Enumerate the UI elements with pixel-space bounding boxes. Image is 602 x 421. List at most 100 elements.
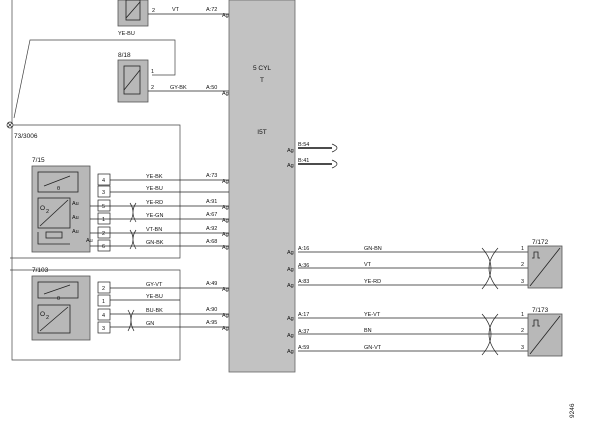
sensor-715-pinbox-3	[97, 199, 111, 212]
relay-818-wire-color: GY-BK	[170, 85, 187, 91]
s7173-pin-3: 3	[521, 345, 524, 351]
sensor-7103-id: 7/103	[32, 267, 49, 274]
ground-point-id: 73/3006	[14, 133, 38, 140]
sensor-7103-ag-1: Ag	[222, 287, 229, 293]
figure-number: 9246	[569, 403, 576, 418]
s7172-pin-3: 3	[521, 279, 524, 285]
b41-label: B:41	[298, 158, 309, 164]
sensor-715-ag-3: Ag	[222, 205, 229, 211]
sensor-715-temp-box	[37, 171, 79, 193]
ecm-title: 5 CYL	[253, 65, 271, 72]
s7173-ecm-3: A:59	[298, 345, 309, 351]
sensor-7103-o2-sub: 2	[46, 315, 49, 321]
sensor-7103-wire-4-ecm: A:95	[206, 320, 217, 326]
s7173-ag-3: Ag	[287, 349, 294, 355]
sensor-715-wire-1-ecm: A:73	[206, 173, 217, 179]
sensor-715-pin-6: 6	[102, 244, 105, 250]
ecm-block	[228, 0, 296, 373]
sensor-715-pinbox-5	[97, 226, 111, 239]
sensor-715-pinbox-1	[97, 173, 111, 186]
s7172-twist	[481, 247, 499, 290]
sensor-715-pinbox-4	[97, 212, 111, 225]
sensor-7103-wire-3-color: BU-BK	[146, 308, 163, 314]
sensor-715-au-3: Au	[72, 229, 79, 235]
sensor-715-pinboxes	[97, 173, 111, 252]
top-relay-ecm-pin: A:72	[206, 7, 217, 13]
sensor-7103-pin-1: 2	[102, 286, 105, 292]
sensor-715-o2-sub: 2	[46, 209, 49, 215]
sensor-7103-pinbox-1	[97, 281, 111, 294]
sensor-7103-twist	[127, 309, 135, 332]
relay-818-pin-1: 1	[151, 69, 154, 75]
sensor-715-wire-1-color: YE-BK	[146, 174, 163, 180]
sensor-715-wire-3-color: YE-RD	[146, 200, 163, 206]
ecm-subtitle: T	[260, 77, 264, 84]
s7172-ecm-1: A:16	[298, 246, 309, 252]
sensor-715-theta: θ	[57, 186, 60, 192]
sensor-7103-ag-3: Ag	[222, 313, 229, 319]
sensor-715-o2-box	[37, 197, 71, 229]
sensor-715-temp-curve	[43, 175, 71, 187]
s7172-ag-1: Ag	[287, 250, 294, 256]
s7172-pin-2: 2	[521, 262, 524, 268]
s7173-ecm-2: A:37	[298, 329, 309, 335]
s7173-pin-2: 2	[521, 328, 524, 334]
sensor-715-wire-4-color: YE-GN	[146, 213, 163, 219]
sensor-715-au-1: Au	[72, 201, 79, 207]
sensor-715-heater-lead	[37, 232, 70, 245]
sensor-715-wire-2-color: YE-BU	[146, 186, 163, 192]
s7173-ag-1: Ag	[287, 316, 294, 322]
sensor-7103-theta: θ	[57, 296, 60, 302]
relay-818-ecm-pin: A:50	[206, 85, 217, 91]
s7173-id: 7/173	[532, 307, 549, 314]
sensor-7103-wire-1-ecm: A:49	[206, 281, 217, 287]
sensor-715-ag-5: Ag	[222, 232, 229, 238]
s7173-ecm-1: A:17	[298, 312, 309, 318]
top-relay-color-label: YE-BU	[118, 31, 135, 37]
relay-818	[117, 59, 149, 103]
s7173-pulse-icon	[532, 319, 540, 327]
relay-818-id: 8/18	[118, 52, 131, 59]
s7172-ecm-2: A:36	[298, 263, 309, 269]
sensor-715-au-4: Au	[86, 238, 93, 244]
sensor-715-ag-4: Ag	[222, 218, 229, 224]
sensor-715-ag-1: Ag	[222, 179, 229, 185]
sensor-715-wire-4-ecm: A:67	[206, 212, 217, 218]
sensor-7103-pinbox-4	[97, 321, 111, 334]
sensor-715-pin-3: 5	[102, 204, 105, 210]
top-relay-coil	[125, 0, 141, 21]
sensor-715-wire-5-color: VT-BN	[146, 227, 162, 233]
sensor-7103-o2-box	[37, 304, 71, 334]
s7172-color-2: VT	[364, 262, 372, 268]
sensor-7103-wire-4-color: GN	[146, 321, 154, 327]
sensor-7103-wire-3-ecm: A:90	[206, 307, 217, 313]
sensor-715-id: 7/15	[32, 157, 45, 164]
sensor-7103-pin-2: 1	[102, 299, 105, 305]
lower-frame	[10, 0, 181, 361]
ground-cross-b	[7, 122, 13, 128]
relay-818-ag: Ag	[222, 91, 229, 97]
sensor-7103-wire-1-color: GY-VT	[146, 282, 163, 288]
s7172-ag-2: Ag	[287, 267, 294, 273]
b-pin-break-icon	[331, 143, 338, 169]
s7173-color-3: GN-VT	[364, 345, 382, 351]
sensor-715-o2: O	[40, 205, 45, 212]
sensor-7103-pinboxes	[97, 281, 111, 334]
s7173-ag-2: Ag	[287, 333, 294, 339]
sensor-715-ag-6: Ag	[222, 245, 229, 251]
s7173-diag	[529, 315, 561, 355]
mid-frame	[10, 124, 181, 259]
sensor-715-pin-4: 1	[102, 217, 105, 223]
s7172-color-1: GN-BN	[364, 246, 382, 252]
s7173-pin-1: 1	[521, 312, 524, 318]
s7172-ecm-3: A:83	[298, 279, 309, 285]
sensor-715-pin-5: 2	[102, 231, 105, 237]
s7173-twist	[481, 313, 499, 356]
top-relay-ag: Ag	[222, 13, 229, 19]
sensor-715-pinbox-6	[97, 239, 111, 252]
sensor-7103-pin-4: 3	[102, 326, 105, 332]
s7172-diag	[529, 247, 561, 287]
sensor-7103-o2: O	[40, 311, 45, 318]
sensor-7103-temp-curve	[43, 284, 71, 295]
